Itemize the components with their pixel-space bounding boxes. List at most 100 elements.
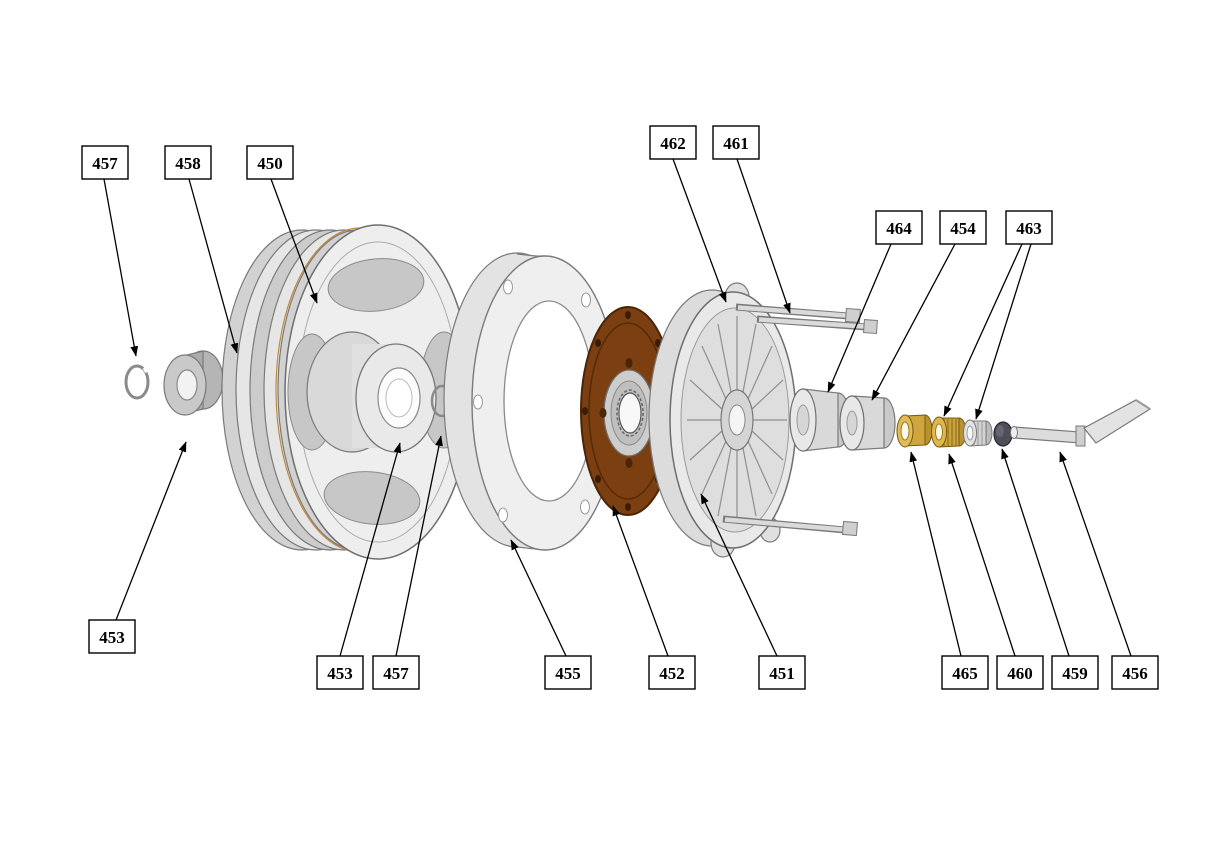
callout-450: 450: [246, 145, 294, 180]
callout-453-left: 453: [88, 619, 136, 654]
callout-451: 451: [758, 655, 806, 690]
callout-label: 455: [555, 664, 581, 683]
clutch-disc-part: [580, 306, 676, 516]
pulley-part: [221, 224, 472, 560]
callout-box: [1051, 655, 1099, 690]
leader-463a: [943, 243, 1023, 417]
bolt-head: [862, 319, 878, 335]
cover-bolt-part: [756, 315, 878, 335]
leader-453-hub: [339, 442, 402, 657]
leader-450: [270, 178, 318, 304]
callout-label: 453: [99, 628, 125, 647]
bolt-head: [841, 520, 859, 537]
leader-463b: [975, 243, 1032, 420]
callout-box: [544, 655, 592, 690]
leader-451: [700, 493, 778, 657]
callout-label: 450: [257, 154, 283, 173]
drum-hole: [581, 292, 591, 308]
callout-box: [372, 655, 420, 690]
leader-459: [1001, 448, 1070, 657]
crank-shaft-part: [1010, 399, 1152, 447]
spacer-roller-small-part: [839, 395, 896, 451]
callout-455: 455: [544, 655, 592, 690]
callout-box: [648, 655, 696, 690]
callout-label: 460: [1007, 664, 1033, 683]
pressure-plate-part: [648, 282, 797, 558]
drum-hole: [473, 394, 483, 410]
callout-box: [875, 210, 923, 245]
leader-460: [948, 453, 1016, 657]
leader-461: [736, 158, 791, 314]
leader-465: [909, 451, 962, 657]
callouts: 457 458 450 462 461 464 454 463: [81, 125, 1159, 690]
callout-label: 457: [92, 154, 118, 173]
callout-465: 465: [941, 655, 989, 690]
callout-label: 461: [723, 134, 749, 153]
leader-454: [871, 243, 956, 401]
leader-455: [510, 539, 567, 657]
callout-462: 462: [649, 125, 697, 160]
callout-label: 462: [660, 134, 686, 153]
callout-label: 454: [950, 219, 976, 238]
callout-box: [81, 145, 129, 180]
cover-bolt-upper-part: [735, 303, 861, 324]
callout-452: 452: [648, 655, 696, 690]
diaphragm-fingers: [687, 316, 787, 524]
leader-456: [1059, 451, 1132, 657]
callout-label: 457: [383, 664, 409, 683]
needle-cage-part: [931, 416, 967, 448]
callout-label: 452: [659, 664, 685, 683]
leader-458: [188, 178, 239, 354]
leader-464: [827, 243, 892, 393]
disc-spline: [616, 389, 644, 437]
callout-460: 460: [996, 655, 1044, 690]
callout-454: 454: [939, 210, 987, 245]
callout-458: 458: [164, 145, 212, 180]
callout-box: [246, 145, 294, 180]
callout-label: 456: [1122, 664, 1148, 683]
callout-label: 465: [952, 664, 978, 683]
callout-label: 459: [1062, 664, 1088, 683]
callout-label: 463: [1016, 219, 1042, 238]
callout-box: [939, 210, 987, 245]
callout-box: [996, 655, 1044, 690]
callout-box: [1111, 655, 1159, 690]
callout-label: 451: [769, 664, 795, 683]
callout-457-top: 457: [81, 145, 129, 180]
brass-bushing-part: [896, 414, 933, 448]
callout-label: 458: [175, 154, 201, 173]
drum-hole: [498, 507, 508, 523]
leader-462: [672, 158, 727, 303]
callout-box: [649, 125, 697, 160]
end-cap-part: [993, 421, 1013, 447]
spacer-drum-part: [443, 252, 619, 551]
callout-464: 464: [875, 210, 923, 245]
leader-452: [612, 505, 669, 657]
cover-bolt-lower-part: [722, 515, 859, 537]
retaining-ring-left-part: [124, 364, 152, 400]
callout-459: 459: [1051, 655, 1099, 690]
callout-box: [758, 655, 806, 690]
callout-453-hub: 453: [316, 655, 364, 690]
callout-box: [1005, 210, 1053, 245]
leader-453-left: [115, 441, 187, 621]
callout-box: [316, 655, 364, 690]
callout-label: 453: [327, 664, 353, 683]
leader-457-right: [395, 435, 443, 657]
needle-bearing-part: [963, 419, 993, 447]
pulley-cutout: [323, 471, 421, 525]
crank-handle: [1083, 399, 1152, 444]
leader-lines: [103, 158, 1132, 657]
drum-hole: [580, 499, 590, 515]
callout-box: [88, 619, 136, 654]
callout-label: 464: [886, 219, 912, 238]
callout-box: [712, 125, 760, 160]
disc-spline-bore: [618, 392, 642, 434]
callout-456: 456: [1111, 655, 1159, 690]
shaft-collar: [1075, 425, 1086, 447]
pulley-cutout: [327, 258, 425, 312]
callout-463: 463: [1005, 210, 1053, 245]
leader-457-top: [103, 178, 139, 357]
